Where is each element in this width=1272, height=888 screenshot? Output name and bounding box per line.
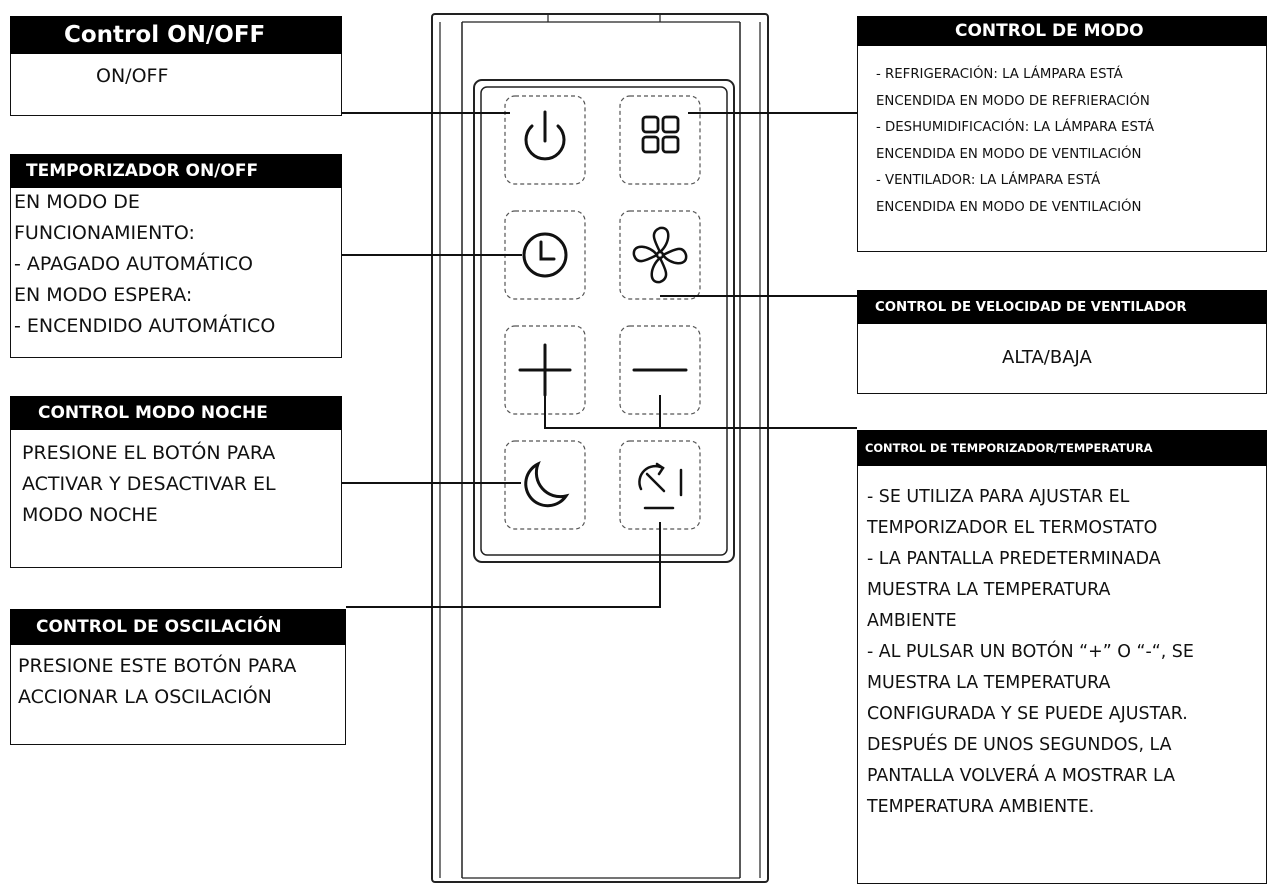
onoff-body: ON/OFF bbox=[96, 65, 169, 87]
timer-box bbox=[10, 154, 342, 358]
fan-speed-title: CONTROL DE VELOCIDAD DE VENTILADOR bbox=[857, 290, 1267, 324]
timer-title: TEMPORIZADOR ON/OFF bbox=[10, 154, 342, 188]
mode-grid-icon bbox=[641, 115, 680, 154]
oscillation-button[interactable] bbox=[619, 440, 701, 530]
clock-icon bbox=[522, 232, 568, 278]
power-button[interactable] bbox=[504, 95, 586, 185]
power-icon bbox=[524, 110, 566, 161]
oscillation-body: PRESIONE ESTE BOTÓN PARA ACCIONAR LA OSC… bbox=[18, 655, 297, 708]
mode-title: CONTROL DE MODO bbox=[857, 16, 1267, 46]
temp-body: - SE UTILIZA PARA AJUSTAR EL TEMPORIZADO… bbox=[867, 487, 1194, 817]
keypad-panel bbox=[473, 79, 735, 563]
plus-icon bbox=[518, 343, 572, 397]
night-title: CONTROL MODO NOCHE bbox=[10, 396, 342, 430]
onoff-title: Control ON/OFF bbox=[10, 16, 342, 54]
oscillation-title: CONTROL DE OSCILACIÓN bbox=[10, 609, 346, 645]
mode-body: - REFRIGERACIÓN: LA LÁMPARA ESTÁ ENCENDI… bbox=[876, 67, 1155, 215]
timer-body: EN MODO DE FUNCIONAMIENTO: - APAGADO AUT… bbox=[14, 191, 276, 337]
leader-lines bbox=[342, 112, 857, 608]
mode-box bbox=[857, 16, 1267, 252]
moon-icon bbox=[524, 460, 570, 508]
fan-speed-button[interactable] bbox=[619, 210, 701, 300]
night-mode-button[interactable] bbox=[504, 440, 586, 530]
temp-title: CONTROL DE TEMPORIZADOR/TEMPERATURA bbox=[857, 430, 1267, 466]
night-body: PRESIONE EL BOTÓN PARA ACTIVAR Y DESACTI… bbox=[22, 442, 276, 526]
remote-control-body bbox=[431, 13, 769, 883]
swing-icon bbox=[638, 462, 683, 510]
fan-icon bbox=[632, 226, 688, 284]
temp-box bbox=[857, 430, 1267, 884]
mode-button[interactable] bbox=[619, 95, 701, 185]
fan-speed-body: ALTA/BAJA bbox=[1002, 347, 1092, 368]
